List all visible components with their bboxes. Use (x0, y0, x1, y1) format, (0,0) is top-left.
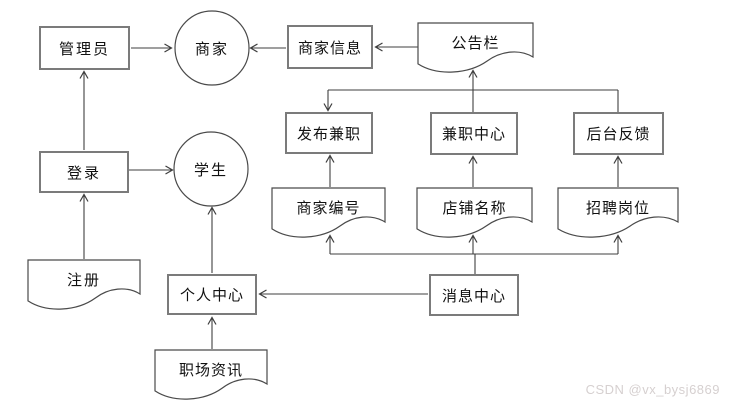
merchant-id-document (271, 187, 386, 238)
post-job-node: 发布兼职 (285, 112, 373, 154)
backend-feedback-node: 后台反馈 (573, 112, 664, 155)
bulletin-document (417, 22, 534, 73)
register-document (27, 259, 141, 310)
career-news-document (154, 349, 268, 400)
login-node: 登录 (39, 151, 129, 193)
shop-name-document (416, 187, 533, 238)
merchant-circle (174, 10, 250, 86)
admin-node: 管理员 (39, 26, 130, 70)
job-position-document (557, 187, 679, 238)
csdn-watermark: CSDN @vx_bysj6869 (585, 382, 720, 397)
job-center-node: 兼职中心 (430, 112, 518, 155)
student-circle (173, 131, 249, 207)
personal-center-node: 个人中心 (167, 274, 257, 315)
message-center-node: 消息中心 (429, 274, 519, 316)
merchant-info-node: 商家信息 (287, 25, 373, 69)
